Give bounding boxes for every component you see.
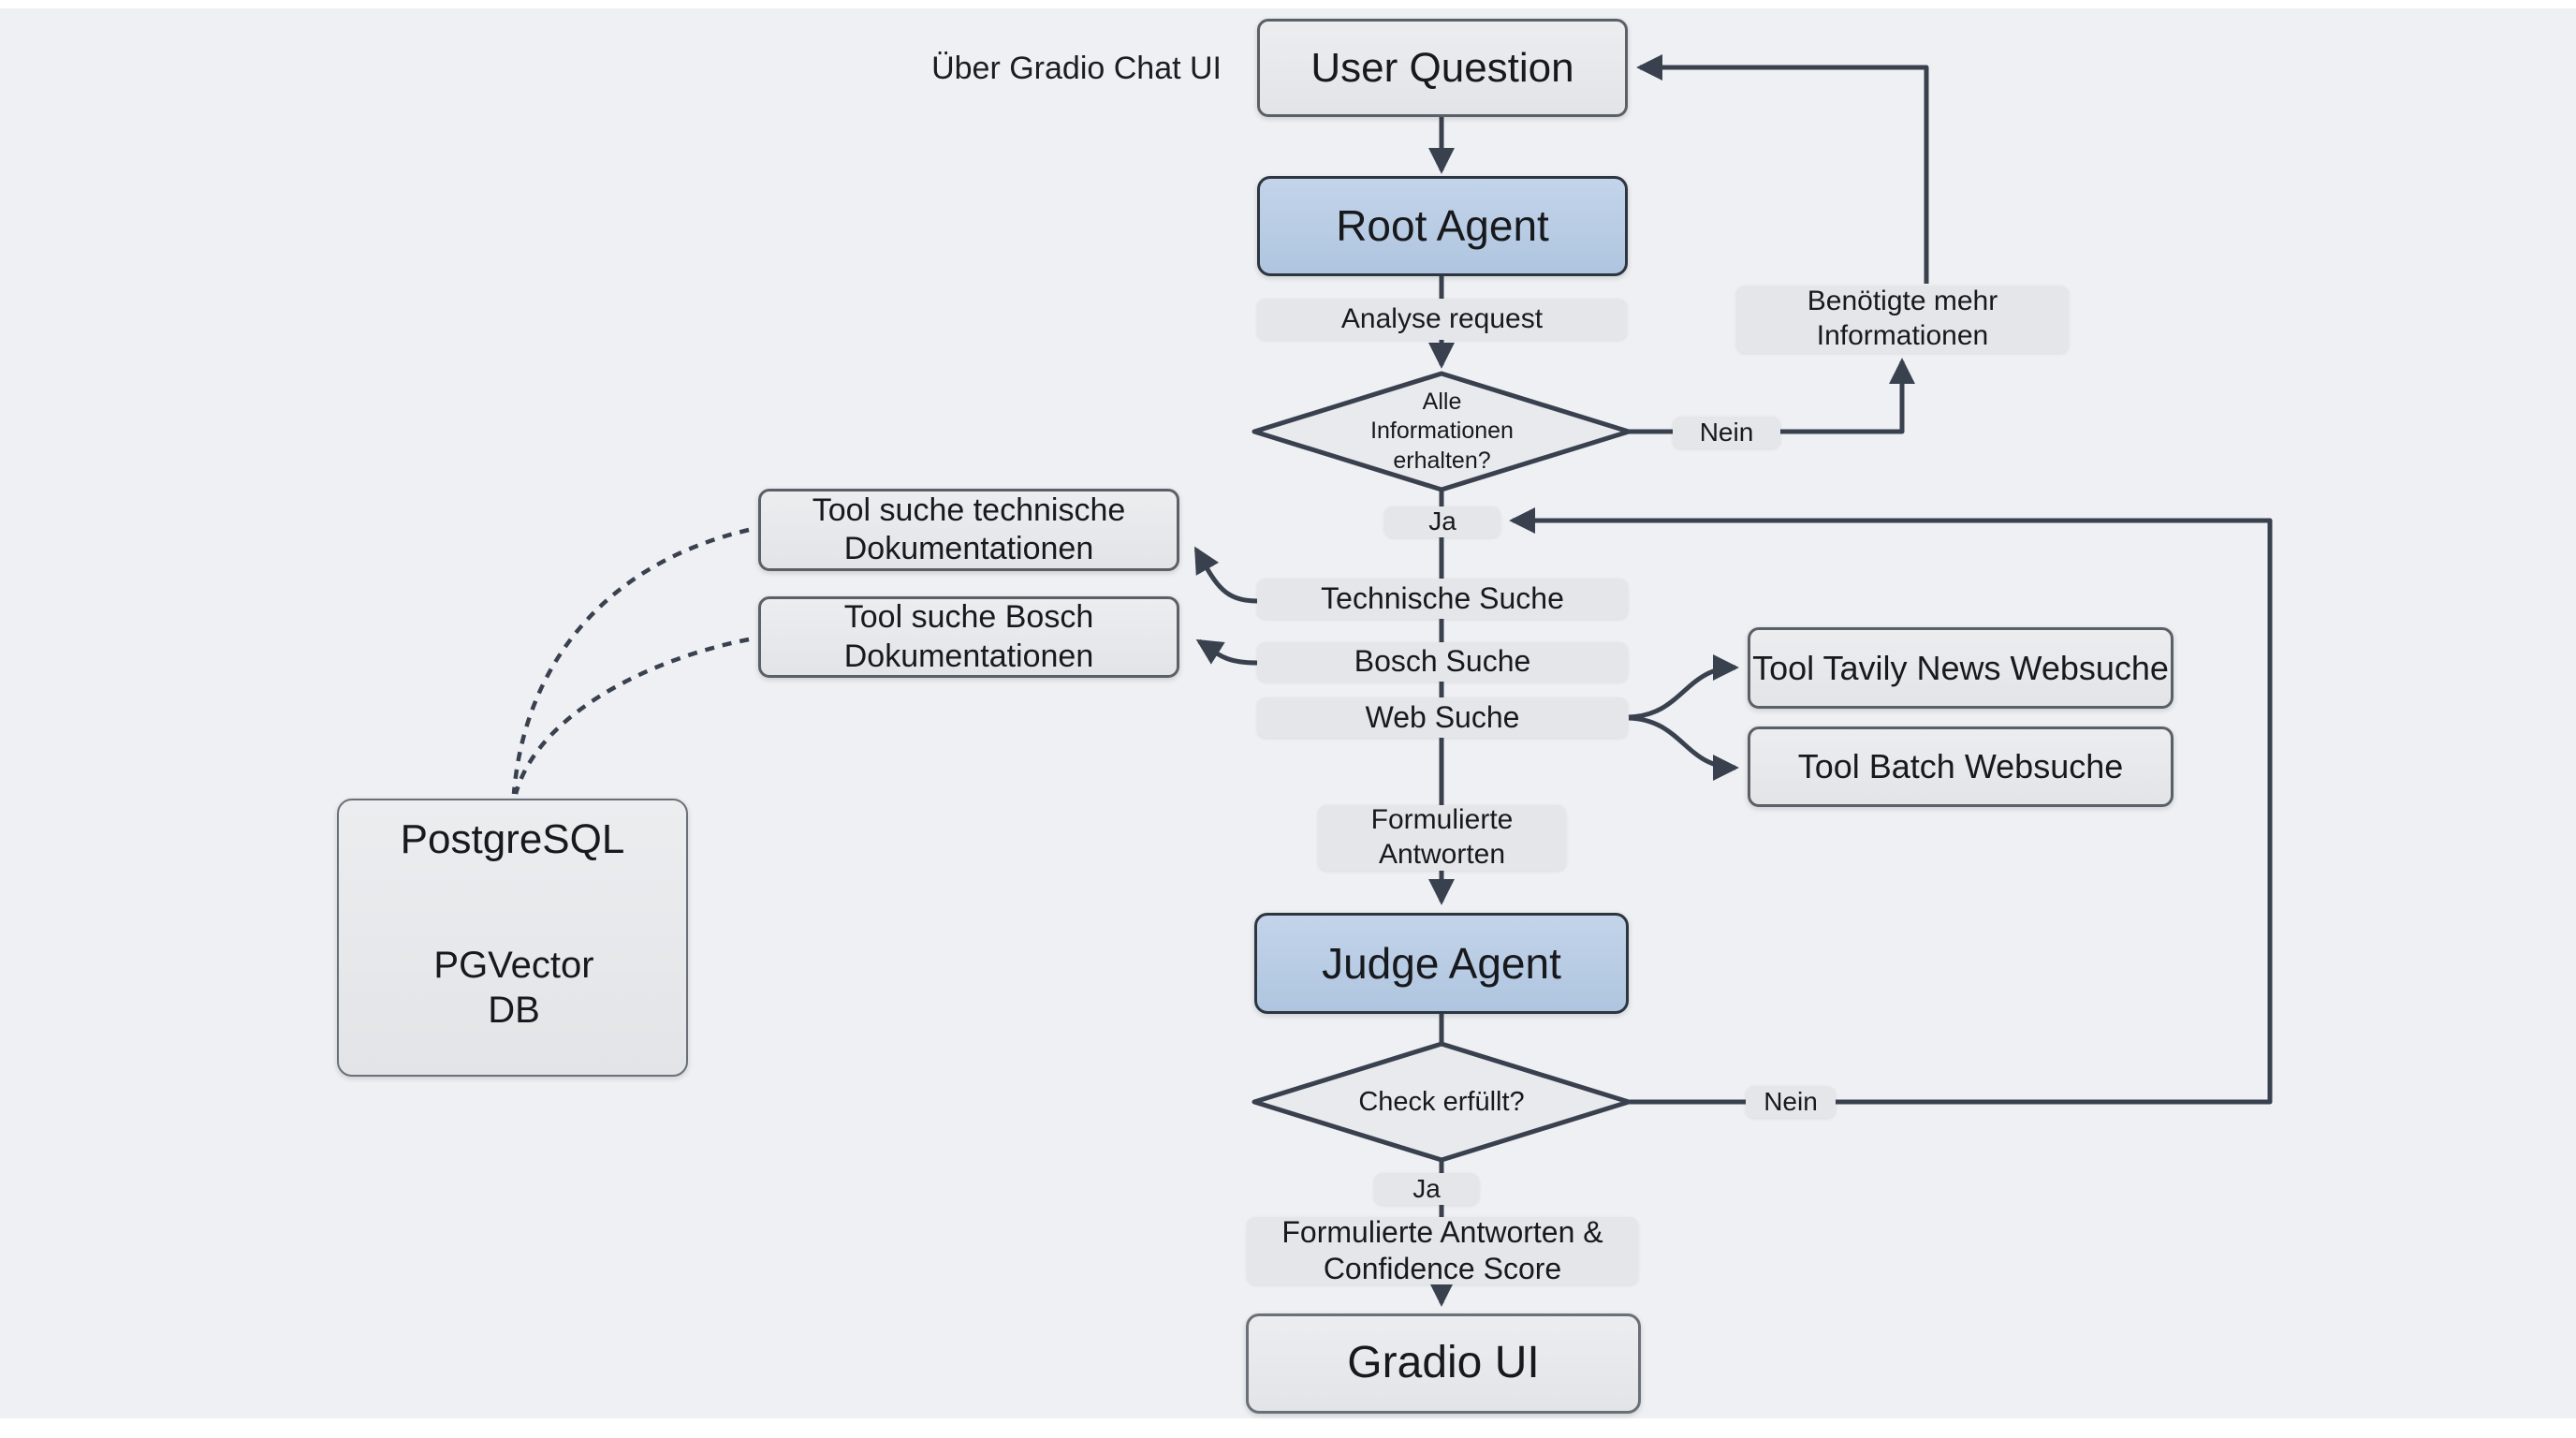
arrow-bosch-to-toolbosch bbox=[1195, 638, 1258, 666]
label-nein-informationen: Nein bbox=[1673, 417, 1780, 448]
decision-informationen-label: Alle Informationen erhalten? bbox=[1370, 389, 1514, 474]
node-user-question: User Question bbox=[1257, 19, 1628, 117]
node-tool-batch-websuche: Tool Batch Websuche bbox=[1748, 726, 2174, 807]
decision-diamond-check bbox=[1251, 1041, 1632, 1163]
label-ja-check: Ja bbox=[1374, 1173, 1479, 1205]
node-gradio-ui: Gradio UI bbox=[1246, 1313, 1641, 1414]
arrow-benoetigte-to-userquestion bbox=[1636, 54, 1929, 284]
arrow-websuche-to-batch bbox=[1628, 715, 1739, 781]
node-root-agent: Root Agent bbox=[1257, 176, 1628, 276]
arrow-checknein-loop-to-ja bbox=[1509, 507, 2273, 1105]
label-web-suche: Web Suche bbox=[1257, 697, 1628, 738]
label-technische-suche: Technische Suche bbox=[1257, 579, 1628, 619]
label-ja-informationen: Ja bbox=[1384, 506, 1500, 537]
node-tool-suche-technische-dokumentationen: Tool suche technische Dokumentationen bbox=[758, 489, 1179, 571]
decision-diamond-informationen bbox=[1251, 371, 1632, 492]
label-bosch-suche: Bosch Suche bbox=[1257, 642, 1628, 682]
label-formulierte-antworten: Formulierte Antworten bbox=[1318, 804, 1566, 871]
dashed-link-toolbosch-to-postgres bbox=[513, 637, 750, 795]
label-formulierte-antworten-confidence-score: Formulierte Antworten & Confidence Score bbox=[1247, 1215, 1638, 1285]
dashed-link-tooltech-to-postgres bbox=[511, 527, 750, 795]
arrow-technische-to-tooltech bbox=[1193, 546, 1258, 604]
arrow-websuche-to-tavily bbox=[1628, 654, 1739, 720]
pgvector-db-label: PGVector DB bbox=[433, 945, 594, 1031]
node-judge-agent: Judge Agent bbox=[1254, 913, 1629, 1014]
label-benoetigte-mehr-informationen: Benötigte mehr Informationen bbox=[1736, 286, 2069, 353]
postgresql-title: PostgreSQL bbox=[400, 816, 625, 862]
label-analyse-request: Analyse request bbox=[1257, 299, 1627, 340]
annotation-ueber-gradio-chat-ui: Über Gradio Chat UI bbox=[931, 50, 1222, 86]
node-tool-suche-bosch-dokumentationen: Tool suche Bosch Dokumentationen bbox=[758, 596, 1179, 678]
node-tool-tavily-news-websuche: Tool Tavily News Websuche bbox=[1748, 627, 2174, 709]
node-postgresql-container bbox=[337, 799, 688, 1077]
label-nein-check: Nein bbox=[1746, 1086, 1836, 1118]
decision-check-label: Check erfüllt? bbox=[1358, 1086, 1525, 1117]
